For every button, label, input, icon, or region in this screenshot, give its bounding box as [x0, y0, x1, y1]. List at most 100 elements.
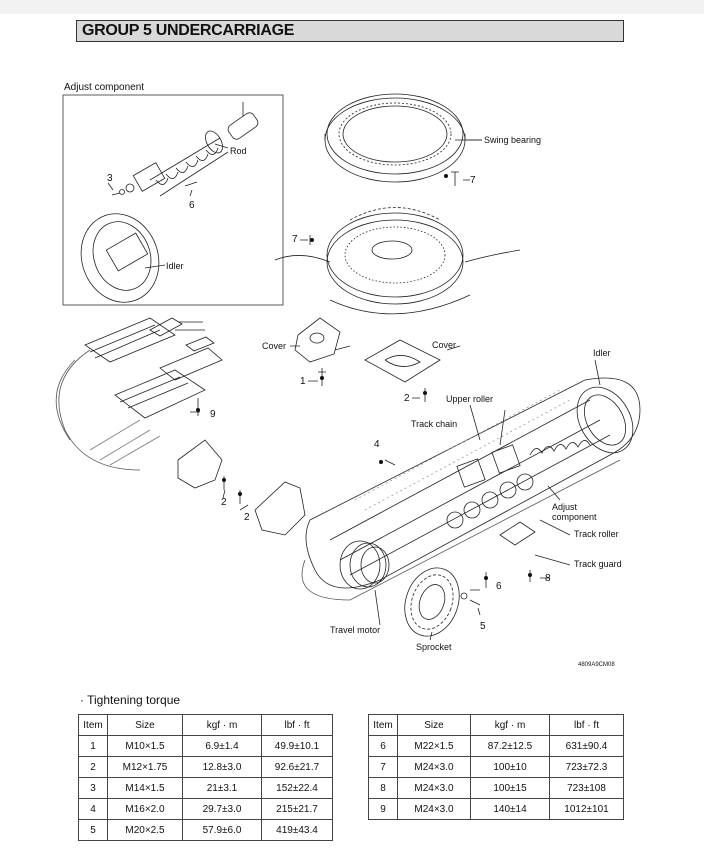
cell-size: M24×3.0 [397, 777, 471, 799]
small-cover-left-part [177, 439, 223, 489]
page-title: GROUP 5 UNDERCARRIAGE [76, 20, 624, 42]
label-cover-left: Cover [262, 341, 287, 351]
table-row: 1 M10×1.5 6.9±1.4 49.9±10.1 [78, 735, 333, 757]
table-row: 5 M20×2.5 57.9±6.0 419±43.4 [78, 819, 333, 841]
header-lbf: lbf · ft [549, 714, 624, 736]
table-header-row: Item Size kgf · m lbf · ft [368, 714, 624, 736]
callout-7a: 7 [470, 175, 476, 186]
callout-5: 5 [480, 621, 486, 632]
cell-kgf: 57.9±6.0 [182, 819, 262, 841]
callout-8: 8 [545, 573, 551, 584]
spring-part [149, 130, 229, 197]
cell-item: 6 [368, 735, 398, 757]
cell-item: 7 [368, 756, 398, 778]
label-swing-bearing: Swing bearing [484, 135, 542, 145]
cell-lbf: 419±43.4 [261, 819, 333, 841]
callout-6-inset: 6 [189, 200, 195, 211]
cell-lbf: 1012±101 [549, 798, 624, 820]
top-bar [0, 0, 704, 14]
cell-item: 8 [368, 777, 398, 799]
cell-lbf: 49.9±10.1 [261, 735, 333, 757]
header-kgf: kgf · m [182, 714, 262, 736]
cell-lbf: 92.6±21.7 [261, 756, 333, 778]
table-header-row: Item Size kgf · m lbf · ft [78, 714, 333, 736]
header-size: Size [107, 714, 183, 736]
swing-bearing-part [324, 93, 466, 183]
callout-7b: 7 [292, 234, 298, 245]
adjust-component-inset [62, 94, 284, 306]
cell-lbf: 631±90.4 [549, 735, 624, 757]
torque-table-left: Item Size kgf · m lbf · ft 1 M10×1.5 6.9… [78, 714, 333, 841]
torque-table-right: Item Size kgf · m lbf · ft 6 M22×1.5 87.… [368, 714, 624, 820]
cell-kgf: 21±3.1 [182, 777, 262, 799]
callout-3: 3 [107, 173, 113, 184]
cell-size: M24×3.0 [397, 756, 471, 778]
callout-1: 1 [300, 376, 306, 387]
cell-kgf: 12.8±3.0 [182, 756, 262, 778]
inset-title: Adjust component [64, 82, 145, 93]
rod-part [227, 112, 259, 140]
cell-kgf: 140±14 [470, 798, 550, 820]
torque-title: · Tightening torque [80, 693, 181, 707]
cell-lbf: 215±21.7 [261, 798, 333, 820]
callout-9: 9 [210, 409, 216, 420]
callout-6: 6 [496, 581, 502, 592]
figure-code: 4809A9CM08 [578, 662, 615, 668]
callout-2c: 2 [244, 512, 250, 523]
label-travel-motor: Travel motor [330, 625, 381, 635]
turntable-ring-part [274, 207, 521, 315]
header-kgf: kgf · m [470, 714, 550, 736]
track-chain-left-part [58, 349, 141, 471]
track-roller-part [446, 473, 534, 529]
table-row: 8 M24×3.0 100±15 723±108 [368, 777, 624, 799]
label-adjust-component: Adjust component [552, 502, 597, 522]
cell-kgf: 6.9±1.4 [182, 735, 262, 757]
callout-2a: 2 [404, 393, 410, 404]
cell-item: 5 [78, 819, 108, 841]
cell-size: M10×1.5 [107, 735, 183, 757]
cell-item: 2 [78, 756, 108, 778]
label-track-guard: Track guard [574, 559, 622, 569]
label-idler: Idler [593, 348, 611, 358]
small-cover-right-part [254, 481, 306, 536]
cell-lbf: 723±72.3 [549, 756, 624, 778]
travel-motor-part [339, 540, 390, 590]
cell-size: M22×1.5 [397, 735, 471, 757]
label-sprocket: Sprocket [416, 642, 452, 652]
label-idler-inset: Idler [166, 261, 184, 271]
cell-kgf: 87.2±12.5 [470, 735, 550, 757]
cell-size: M20×2.5 [107, 819, 183, 841]
cell-item: 3 [78, 777, 108, 799]
table-row: 9 M24×3.0 140±14 1012±101 [368, 798, 624, 820]
cell-size: M24×3.0 [397, 798, 471, 820]
track-frame-part [301, 377, 641, 601]
callout-2b: 2 [221, 497, 227, 508]
label-upper-roller: Upper roller [446, 394, 494, 404]
track-guard-part [499, 521, 536, 546]
sprocket-part [404, 567, 460, 637]
header-size: Size [397, 714, 471, 736]
table-row: 6 M22×1.5 87.2±12.5 631±90.4 [368, 735, 624, 757]
upper-roller-part [456, 458, 486, 488]
label-track-roller: Track roller [574, 529, 619, 539]
cell-kgf: 100±10 [470, 756, 550, 778]
cell-size: M16×2.0 [107, 798, 183, 820]
cover-left-part [294, 317, 341, 363]
cell-kgf: 29.7±3.0 [182, 798, 262, 820]
table-row: 4 M16×2.0 29.7±3.0 215±21.7 [78, 798, 333, 820]
label-cover-right: Cover [432, 340, 457, 350]
cell-lbf: 152±22.4 [261, 777, 333, 799]
table-row: 7 M24×3.0 100±10 723±72.3 [368, 756, 624, 778]
table-row: 2 M12×1.75 12.8±3.0 92.6±21.7 [78, 756, 333, 778]
cell-item: 9 [368, 798, 398, 820]
cell-size: M12×1.75 [107, 756, 183, 778]
header-item: Item [368, 714, 398, 736]
label-rod: Rod [230, 146, 247, 156]
inset-idler-part [80, 213, 160, 303]
cell-item: 1 [78, 735, 108, 757]
cell-item: 4 [78, 798, 108, 820]
cover-right-part [364, 339, 441, 383]
idler-part [576, 386, 634, 454]
table-row: 3 M14×1.5 21±3.1 152±22.4 [78, 777, 333, 799]
yoke-part [132, 162, 166, 192]
